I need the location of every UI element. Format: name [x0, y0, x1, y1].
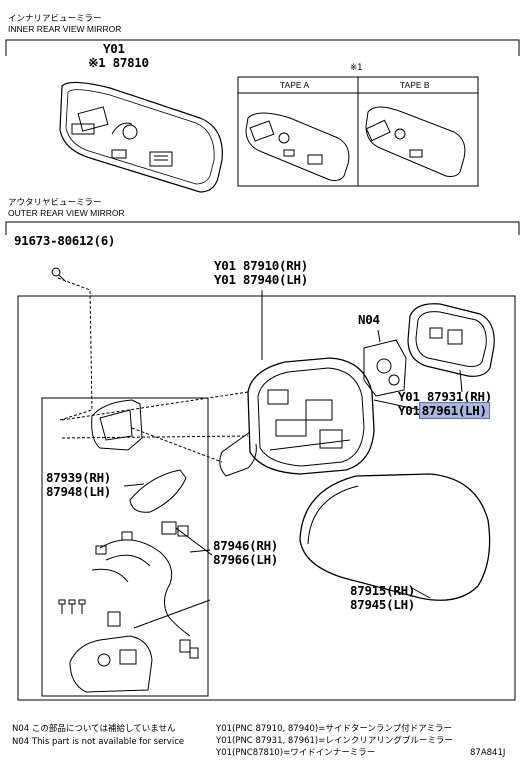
- note-y01-c: Y01(PNC87810)=ワイドインナーミラー: [216, 748, 376, 758]
- note-n04-en: N04 This part is not available for servi…: [12, 737, 185, 747]
- inner-heading-en: INNER REAR VIEW MIRROR: [8, 24, 122, 34]
- glass-lh-code: Y01: [398, 403, 420, 418]
- outer-section-bracket: [5, 221, 520, 235]
- note-n04-jp: N04 この部品については補給していません: [12, 724, 176, 734]
- motor-unit: [69, 599, 211, 693]
- bolts: [58, 599, 86, 614]
- glass-rh-part[interactable]: Y01 87931(RH): [398, 389, 492, 404]
- cover-rh-part[interactable]: 87939(RH): [46, 470, 112, 485]
- harness-rh-part[interactable]: 87946(RH): [213, 538, 279, 553]
- inner-mirror-illustration: [59, 81, 223, 193]
- diagram-reference: 87A841J: [470, 748, 506, 758]
- mirror-cap: [299, 473, 491, 601]
- note-y01-a: Y01(PNC 87910, 87940)=サイドターンランプ付ドアミラー: [216, 724, 453, 734]
- screw-leader: [57, 277, 93, 421]
- sub-frame: [41, 397, 209, 697]
- screw-part-number[interactable]: 91673-80612(6): [14, 233, 116, 248]
- n04-label[interactable]: N04: [358, 312, 380, 327]
- mirror-lh-part[interactable]: Y01 87940(LH): [214, 272, 308, 287]
- clip: [107, 611, 121, 627]
- cap-rh-part[interactable]: 87915(RH): [350, 583, 416, 598]
- tape-b-label: TAPE B: [400, 80, 430, 90]
- outer-frame: [17, 295, 516, 701]
- screw: [51, 267, 67, 283]
- cover-lh-part[interactable]: 87948(LH): [46, 484, 112, 499]
- inner-section-bracket: [5, 39, 520, 56]
- harness: [91, 521, 213, 659]
- outer-heading-en: OUTER REAR VIEW MIRROR: [8, 208, 125, 218]
- mirror-rh-part[interactable]: Y01 87910(RH): [214, 258, 308, 273]
- mirror-glass: [407, 303, 495, 393]
- cap-lh-part[interactable]: 87945(LH): [350, 597, 416, 612]
- tape-table: [237, 76, 479, 187]
- glass-lh-highlight[interactable]: 87961(LH): [418, 402, 490, 419]
- harness-lh-part[interactable]: 87966(LH): [213, 552, 279, 567]
- mirror-housing: [219, 357, 375, 477]
- note-y01-b: Y01(PNC 87931, 87961)=レインクリアリングブルーミラー: [216, 736, 453, 746]
- tape-a-mirror: [245, 112, 350, 181]
- inner-heading-jp: インナリアビューミラー: [8, 14, 102, 24]
- inner-part-number[interactable]: ※1 87810: [88, 55, 149, 70]
- inner-cover: [91, 399, 143, 451]
- cover-part: [129, 469, 187, 513]
- outer-heading-jp: アウタリヤビューミラー: [8, 198, 102, 208]
- n04-actuator: [363, 329, 407, 397]
- tape-a-label: TAPE A: [280, 80, 310, 90]
- tape-b-mirror: [365, 106, 466, 177]
- tape-mark: ※1: [350, 63, 363, 73]
- inner-code: Y01: [103, 41, 125, 56]
